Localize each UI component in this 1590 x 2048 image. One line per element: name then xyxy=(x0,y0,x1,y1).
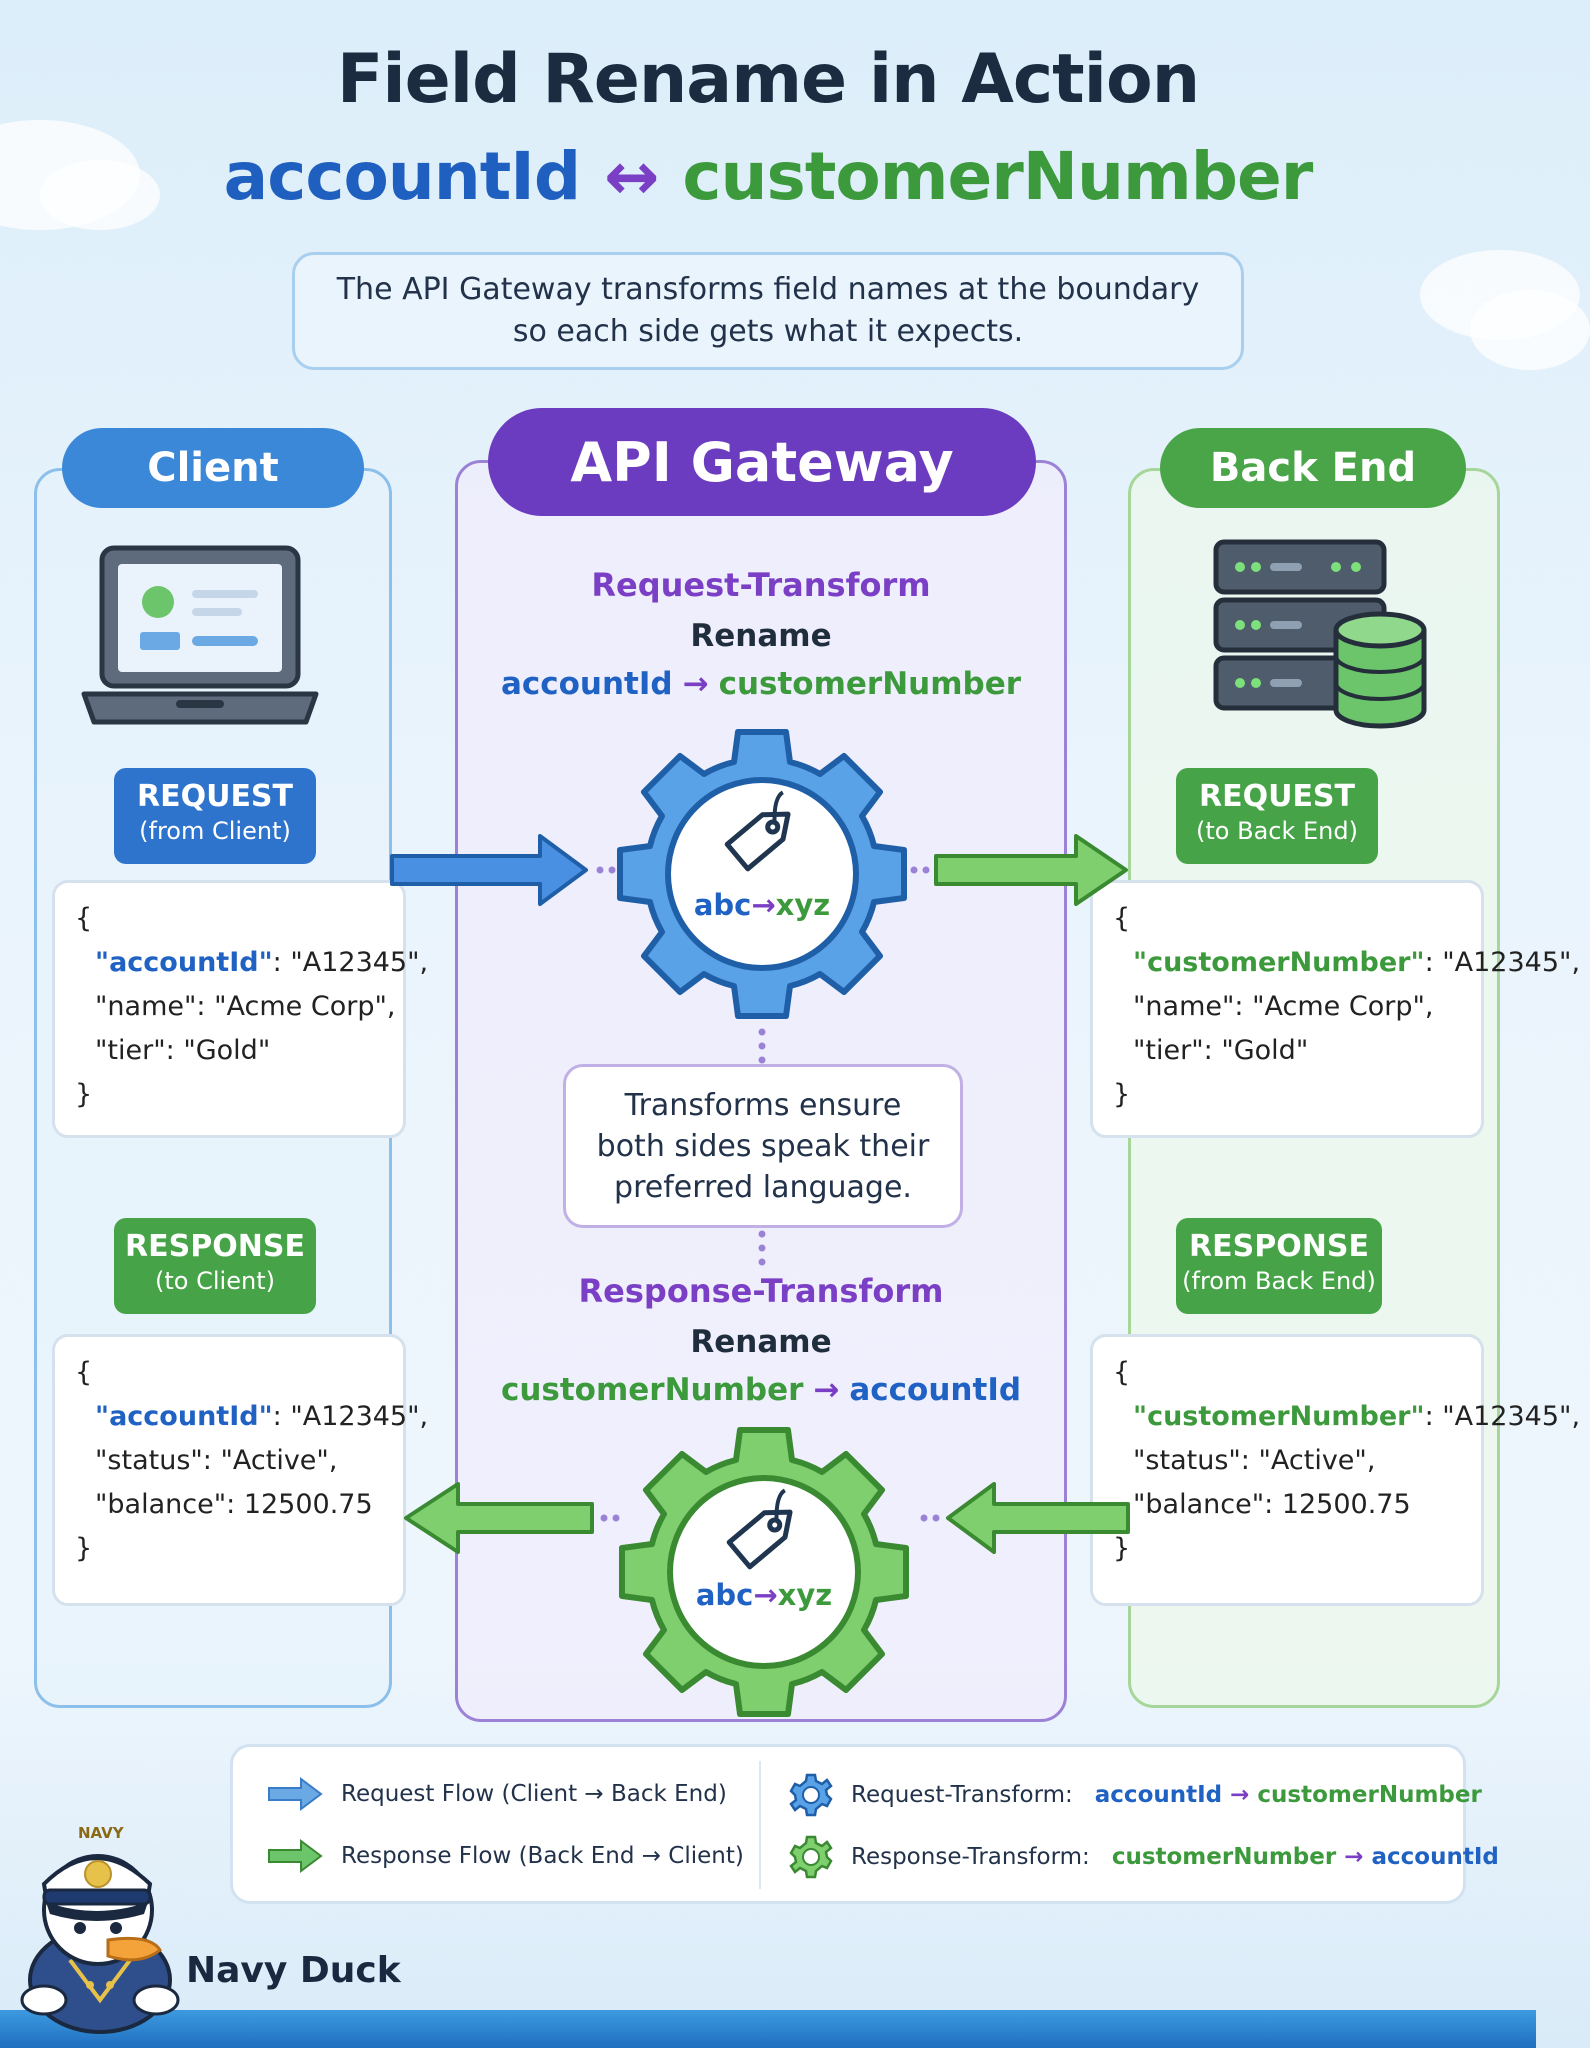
backend-header: Back End xyxy=(1160,428,1466,508)
legend-box: Request Flow (Client → Back End) Respons… xyxy=(230,1744,1499,1904)
client-header: Client xyxy=(62,428,364,508)
dotted-connector xyxy=(758,1230,766,1266)
blue-arrow-icon xyxy=(268,1777,323,1811)
mascot-name: Navy Duck xyxy=(186,1950,401,1991)
response-gear-label: abc→xyz xyxy=(695,1578,833,1612)
request-flow-arrow-out xyxy=(910,834,1128,906)
backend-request-json: { "customerNumber": "A12345", "name": "A… xyxy=(1090,880,1580,1138)
request-gear-label: abc→xyz xyxy=(693,888,831,922)
client-request-tag: REQUEST(from Client) xyxy=(114,768,316,864)
legend-response-flow: Response Flow (Back End → Client) xyxy=(267,1839,744,1873)
cloud-decoration xyxy=(1470,290,1590,370)
request-transform-title: Request-Transform xyxy=(591,566,931,604)
response-transform-rename: customerNumber→accountId xyxy=(500,1372,1022,1408)
legend-divider xyxy=(759,1761,761,1889)
response-flow-arrow-in xyxy=(920,1482,1130,1554)
gateway-note: Transforms ensure both sides speak their… xyxy=(563,1064,963,1228)
legend-request-transform: Request-Transform: accountId→customerNum… xyxy=(789,1773,1482,1817)
cloud-decoration xyxy=(40,160,160,230)
blue-gear-icon xyxy=(789,1773,833,1817)
page-title: Field Rename in Action xyxy=(336,40,1200,119)
backend-response-json: { "customerNumber": "A12345", "status": … xyxy=(1090,1334,1580,1606)
green-arrow-icon xyxy=(268,1839,323,1873)
intro-box: The API Gateway transforms field names a… xyxy=(292,252,1244,370)
response-transform-gear-icon xyxy=(619,1427,909,1717)
request-transform-action: Rename xyxy=(690,618,832,654)
response-flow-arrow-out xyxy=(404,1482,620,1554)
water-decoration xyxy=(0,2010,1536,2048)
response-transform-action: Rename xyxy=(690,1324,832,1360)
page-subtitle: accountId ↔ customerNumber xyxy=(0,138,1536,215)
bidirectional-arrow-icon: ↔ xyxy=(604,138,659,215)
client-request-json: { "accountId": "A12345", "name": "Acme C… xyxy=(52,880,428,1138)
gateway-header: API Gateway xyxy=(488,408,1036,516)
client-response-tag: RESPONSE(to Client) xyxy=(114,1218,316,1314)
request-transform-gear-icon xyxy=(617,729,907,1019)
backend-request-tag: REQUEST(to Back End) xyxy=(1176,768,1378,864)
response-transform-title: Response-Transform xyxy=(578,1272,944,1310)
legend-response-transform: Response-Transform: customerNumber→accou… xyxy=(789,1835,1499,1879)
duck-cap-text: NAVY xyxy=(78,1824,124,1842)
navy-duck-mascot-icon xyxy=(20,1854,180,2034)
subtitle-right-field: customerNumber xyxy=(682,138,1313,215)
server-database-icon xyxy=(1213,539,1427,729)
request-flow-arrow-in xyxy=(390,834,616,906)
green-gear-icon xyxy=(789,1835,833,1879)
laptop-icon xyxy=(81,545,319,725)
subtitle-left-field: accountId xyxy=(223,138,581,215)
legend-request-flow: Request Flow (Client → Back End) xyxy=(267,1777,727,1811)
request-transform-rename: accountId→customerNumber xyxy=(500,666,1022,702)
backend-response-tag: RESPONSE(from Back End) xyxy=(1176,1218,1382,1314)
dotted-connector xyxy=(758,1028,766,1064)
client-response-json: { "accountId": "A12345", "status": "Acti… xyxy=(52,1334,428,1606)
